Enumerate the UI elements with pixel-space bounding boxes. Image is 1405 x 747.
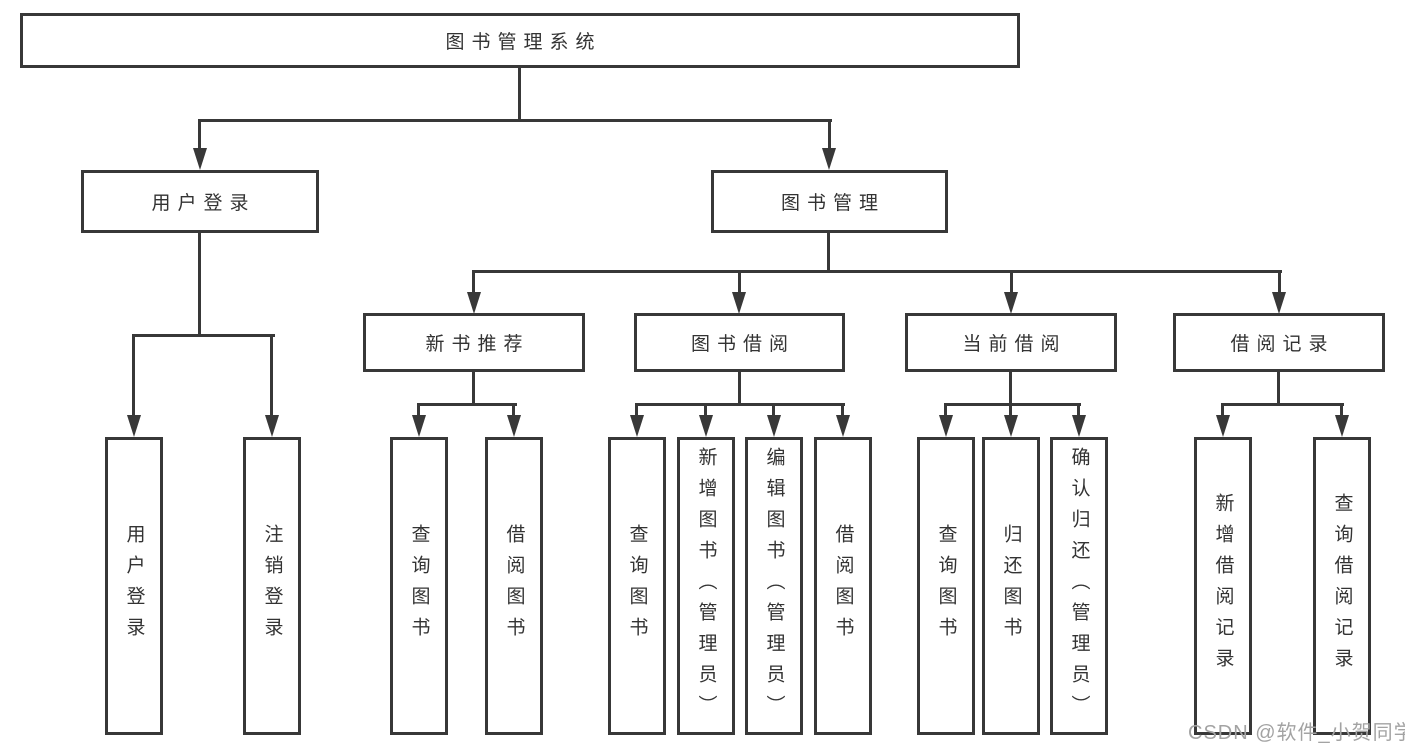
connector-root-drop-left bbox=[198, 121, 201, 149]
node-borrow-records-label: 借阅记录 bbox=[1230, 334, 1335, 355]
arrow-down-icon bbox=[767, 415, 781, 437]
leaf-logout-label: 注销登录 bbox=[261, 524, 283, 648]
leaf-query-books-recommend-label: 查询图书 bbox=[408, 524, 430, 648]
arrow-down-icon bbox=[193, 148, 207, 170]
arrow-down-icon bbox=[467, 292, 481, 314]
leaf-query-books-current-label: 查询图书 bbox=[935, 524, 957, 648]
arrow-down-icon bbox=[412, 415, 426, 437]
arrow-down-icon bbox=[1004, 292, 1018, 314]
node-book-management: 图书管理 bbox=[711, 170, 948, 233]
arrow-down-icon bbox=[1216, 415, 1230, 437]
node-user-login-label: 用户登录 bbox=[151, 193, 256, 214]
node-new-book-recommend-label: 新书推荐 bbox=[425, 334, 530, 355]
leaf-confirm-return-admin: 确认归还（管理员） bbox=[1050, 437, 1108, 735]
node-book-management-label: 图书管理 bbox=[780, 193, 885, 214]
watermark: CSDN @软件_小贺同学 bbox=[1188, 722, 1405, 744]
node-book-borrow-label: 图书借阅 bbox=[690, 334, 795, 355]
leaf-borrow-books: 借阅图书 bbox=[814, 437, 872, 735]
arrow-down-icon bbox=[699, 415, 713, 437]
connector-mgmt-stem bbox=[827, 233, 830, 273]
connector-mgmt-drop-4 bbox=[1278, 272, 1281, 293]
connector-login-drop-1 bbox=[132, 336, 135, 416]
node-new-book-recommend: 新书推荐 bbox=[363, 313, 585, 372]
connector-g0-hline bbox=[417, 403, 517, 406]
leaf-query-borrow-record-label: 查询借阅记录 bbox=[1331, 493, 1353, 679]
connector-g1-drop-3 bbox=[772, 405, 775, 417]
arrow-down-icon bbox=[732, 292, 746, 314]
connector-g0-drop-1 bbox=[417, 405, 420, 417]
leaf-add-books-admin: 新增图书（管理员） bbox=[677, 437, 735, 735]
connector-g0-stem bbox=[472, 372, 475, 406]
leaf-query-borrow-record: 查询借阅记录 bbox=[1313, 437, 1371, 735]
leaf-add-books-admin-label: 新增图书（管理员） bbox=[695, 446, 717, 726]
arrow-down-icon bbox=[1004, 415, 1018, 437]
node-root: 图书管理系统 bbox=[20, 13, 1020, 68]
leaf-query-books-borrow: 查询图书 bbox=[608, 437, 666, 735]
connector-g3-stem bbox=[1277, 372, 1280, 406]
node-user-login: 用户登录 bbox=[81, 170, 319, 233]
connector-mgmt-hline bbox=[472, 270, 1282, 273]
leaf-user-login: 用户登录 bbox=[105, 437, 163, 735]
arrow-down-icon bbox=[1272, 292, 1286, 314]
leaf-edit-books-admin-label: 编辑图书（管理员） bbox=[763, 446, 785, 726]
connector-login-stem bbox=[198, 233, 201, 337]
leaf-logout: 注销登录 bbox=[243, 437, 301, 735]
connector-root-drop-right bbox=[828, 121, 831, 149]
node-book-borrow: 图书借阅 bbox=[634, 313, 845, 372]
leaf-query-books-recommend: 查询图书 bbox=[390, 437, 448, 735]
leaf-add-borrow-record: 新增借阅记录 bbox=[1194, 437, 1252, 735]
connector-g1-hline bbox=[635, 403, 845, 406]
connector-g2-drop-3 bbox=[1077, 405, 1080, 417]
connector-root-stem bbox=[518, 68, 521, 122]
arrow-down-icon bbox=[1072, 415, 1086, 437]
leaf-add-borrow-record-label: 新增借阅记录 bbox=[1212, 493, 1234, 679]
leaf-borrow-books-label: 借阅图书 bbox=[832, 524, 854, 648]
arrow-down-icon bbox=[630, 415, 644, 437]
connector-g1-drop-4 bbox=[841, 405, 844, 417]
arrow-down-icon bbox=[1335, 415, 1349, 437]
connector-g2-stem bbox=[1009, 372, 1012, 406]
connector-mgmt-drop-3 bbox=[1010, 272, 1013, 293]
connector-g3-drop-2 bbox=[1340, 405, 1343, 417]
connector-g3-hline bbox=[1221, 403, 1344, 406]
leaf-borrow-books-recommend: 借阅图书 bbox=[485, 437, 543, 735]
leaf-query-books-current: 查询图书 bbox=[917, 437, 975, 735]
connector-login-hline bbox=[132, 334, 275, 337]
node-current-borrow: 当前借阅 bbox=[905, 313, 1117, 372]
leaf-return-books-label: 归还图书 bbox=[1000, 524, 1022, 648]
leaf-return-books: 归还图书 bbox=[982, 437, 1040, 735]
connector-root-hline bbox=[198, 119, 832, 122]
arrow-down-icon bbox=[836, 415, 850, 437]
node-current-borrow-label: 当前借阅 bbox=[962, 334, 1067, 355]
connector-g1-drop-2 bbox=[704, 405, 707, 417]
leaf-borrow-books-recommend-label: 借阅图书 bbox=[503, 524, 525, 648]
connector-g1-stem bbox=[738, 372, 741, 406]
leaf-query-books-borrow-label: 查询图书 bbox=[626, 524, 648, 648]
arrow-down-icon bbox=[265, 415, 279, 437]
connector-g2-drop-1 bbox=[944, 405, 947, 417]
arrow-down-icon bbox=[507, 415, 521, 437]
arrow-down-icon bbox=[822, 148, 836, 170]
leaf-edit-books-admin: 编辑图书（管理员） bbox=[745, 437, 803, 735]
connector-g1-drop-1 bbox=[635, 405, 638, 417]
connector-g2-drop-2 bbox=[1009, 405, 1012, 417]
node-borrow-records: 借阅记录 bbox=[1173, 313, 1385, 372]
connector-g0-drop-2 bbox=[512, 405, 515, 417]
connector-mgmt-drop-1 bbox=[472, 272, 475, 293]
connector-mgmt-drop-2 bbox=[738, 272, 741, 293]
arrow-down-icon bbox=[939, 415, 953, 437]
connector-g3-drop-1 bbox=[1221, 405, 1224, 417]
node-root-label: 图书管理系统 bbox=[445, 32, 602, 53]
connector-login-drop-2 bbox=[270, 336, 273, 416]
leaf-user-login-label: 用户登录 bbox=[123, 524, 145, 648]
leaf-confirm-return-admin-label: 确认归还（管理员） bbox=[1068, 446, 1090, 726]
connector-g2-hline bbox=[944, 403, 1081, 406]
arrow-down-icon bbox=[127, 415, 141, 437]
